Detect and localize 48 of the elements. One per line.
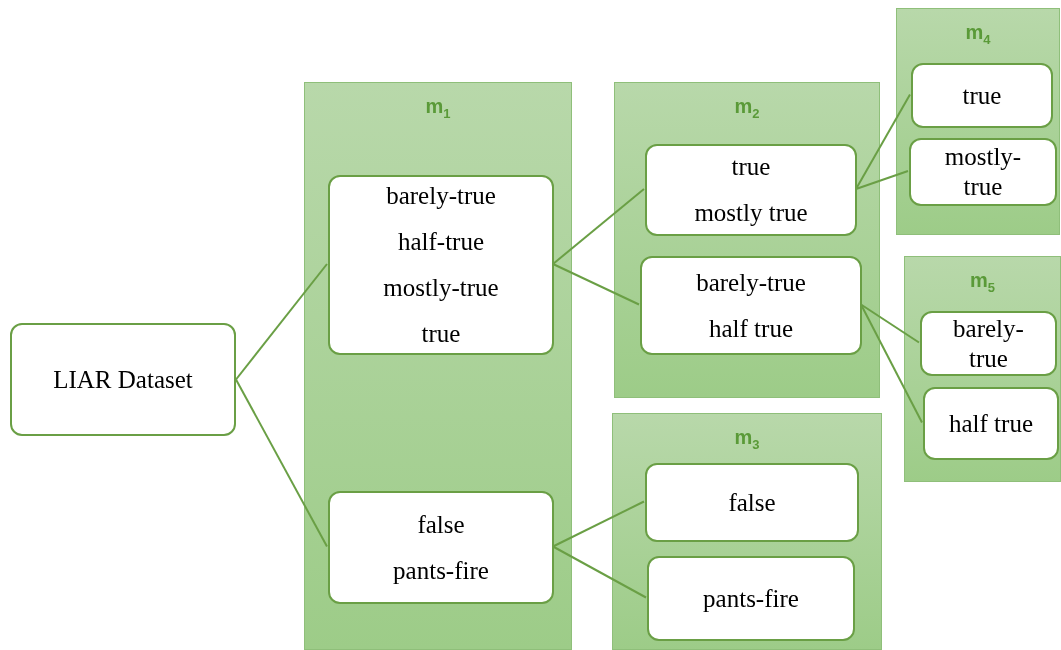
panel-title: m$_{3}$ — [733, 426, 761, 452]
label-box — [645, 463, 859, 542]
label-box — [647, 556, 855, 641]
panel-title: m$_{5}$ — [969, 269, 996, 295]
connector-line — [552, 545, 647, 599]
connector-line — [552, 500, 645, 548]
class-label: true — [421, 319, 461, 349]
label-box — [923, 387, 1059, 460]
class-label: false — [728, 487, 776, 518]
label-box — [10, 323, 236, 436]
class-label: LIAR Dataset — [53, 364, 193, 395]
label-box — [640, 256, 862, 355]
class-label: half true — [709, 313, 793, 344]
group-panel — [614, 82, 880, 398]
class-label: pants-fire — [393, 555, 489, 586]
connector-line — [855, 170, 909, 190]
group-panel — [896, 8, 1060, 235]
label-box — [920, 311, 1057, 376]
class-label: barely-true — [952, 313, 1025, 374]
group-panel — [904, 256, 1061, 482]
class-label: half-true — [397, 227, 485, 257]
group-panel — [612, 413, 882, 650]
class-label: half true — [949, 408, 1033, 439]
class-label: mostly-true — [383, 273, 499, 303]
connector-line — [860, 303, 920, 344]
label-box — [645, 144, 857, 236]
connector-line — [552, 188, 645, 265]
class-label: true — [731, 152, 771, 182]
label-box — [911, 63, 1053, 128]
panel-title: m$_{2}$ — [733, 95, 761, 121]
connector-line — [855, 93, 911, 190]
class-label: barely-true — [696, 267, 806, 298]
connector-line — [235, 378, 328, 548]
class-label: mostly-true — [943, 142, 1023, 202]
panel-title: m$_{1}$ — [424, 95, 452, 121]
group-panel — [304, 82, 572, 650]
class-label: barely-true — [386, 181, 496, 211]
label-box — [909, 138, 1057, 206]
class-label: pants-fire — [703, 583, 799, 614]
connector-line — [235, 263, 328, 381]
label-box — [328, 491, 554, 604]
connector-line — [860, 303, 923, 424]
connector-line — [552, 263, 640, 306]
panel-title: m$_{4}$ — [964, 21, 992, 47]
class-label: false — [417, 509, 465, 540]
class-label: mostly true — [694, 198, 808, 228]
class-label: true — [962, 80, 1002, 111]
label-box — [328, 175, 554, 355]
